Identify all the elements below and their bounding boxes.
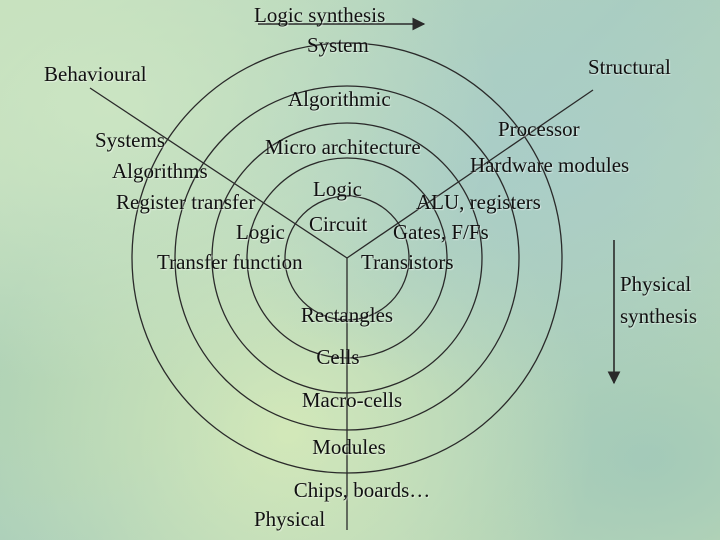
structural-item-alu-registers: ALU, registers	[416, 190, 541, 214]
physical-axis-label: Physical	[254, 507, 326, 531]
structural-axis-label: Structural	[588, 55, 671, 79]
level-circuit: Circuit	[309, 212, 368, 236]
structural-item-processor: Processor	[498, 117, 580, 141]
physical-item-chips-boards: Chips, boards…	[293, 478, 431, 502]
physical-synthesis-label-line1: Physical	[620, 272, 692, 296]
structural-axis	[346, 89, 594, 259]
physical-item-modules: Modules	[312, 435, 386, 459]
physical-item-rectangles: Rectangles	[300, 303, 394, 327]
behavioural-item-algorithms: Algorithms	[112, 159, 208, 183]
level-logic: Logic	[313, 177, 362, 201]
level-algorithmic: Algorithmic	[288, 87, 391, 111]
behavioural-item-register-transfer: Register transfer	[116, 190, 256, 214]
structural-item-gates-flipflops: Gates, F/Fs	[393, 220, 489, 244]
behavioural-item-logic: Logic	[236, 220, 285, 244]
structural-item-hardware-modules: Hardware modules	[470, 153, 630, 177]
physical-item-macro-cells: Macro-cells	[301, 388, 403, 412]
level-system: System	[307, 33, 369, 57]
behavioural-axis	[89, 87, 348, 259]
physical-item-cells: Cells	[316, 345, 360, 369]
structural-item-transistors: Transistors	[361, 250, 454, 274]
physical-synthesis-label-line2: synthesis	[620, 304, 698, 328]
behavioural-axis-label: Behavioural	[44, 62, 147, 86]
behavioural-item-transfer-function: Transfer function	[157, 250, 303, 274]
level-micro-architecture: Micro architecture	[265, 135, 421, 159]
logic-synthesis-label: Logic synthesis	[254, 3, 386, 27]
behavioural-item-systems: Systems	[95, 128, 166, 152]
